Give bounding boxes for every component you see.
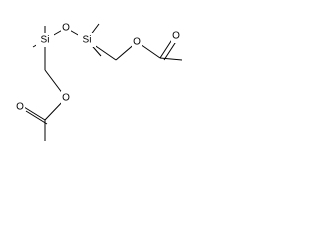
- o-right-ester-label-bg: [132, 35, 142, 49]
- si-right-label-bg: [78, 33, 96, 47]
- o-right-carbonyl-label: O: [172, 31, 180, 42]
- bond-carbonyl-c-o-double-bottom-1: [23, 106, 46, 121]
- bond-carbonyl-c-methyl-right: [159, 57, 183, 61]
- atom-labels: Si O Si O O O O: [15, 21, 181, 114]
- o-bottom-carbonyl-label: O: [16, 102, 24, 113]
- o-bottom-carbonyl-label-bg: [15, 100, 25, 114]
- bond-carbonyl-c-o-double-bottom-2: [25, 110, 48, 125]
- bottom-acetate-group: [23, 69, 67, 141]
- structural-formula-diagram: Si O Si O O O O: [15, 21, 183, 141]
- si-left-label-bg: [36, 33, 54, 47]
- o-bridge-label: O: [62, 23, 70, 34]
- bond-carbonyl-c-o-double-1: [159, 37, 174, 59]
- o-bottom-ester-label: O: [62, 93, 70, 104]
- si-left-label: Si: [41, 35, 50, 46]
- o-right-carbonyl-label-bg: [171, 29, 181, 43]
- si-right-label: Si: [83, 35, 92, 46]
- bond-carbonyl-c-o-double-2: [163, 39, 178, 61]
- o-bottom-ester-label-bg: [61, 91, 71, 105]
- o-bridge-label-bg: [61, 21, 71, 35]
- o-right-ester-label: O: [133, 37, 141, 48]
